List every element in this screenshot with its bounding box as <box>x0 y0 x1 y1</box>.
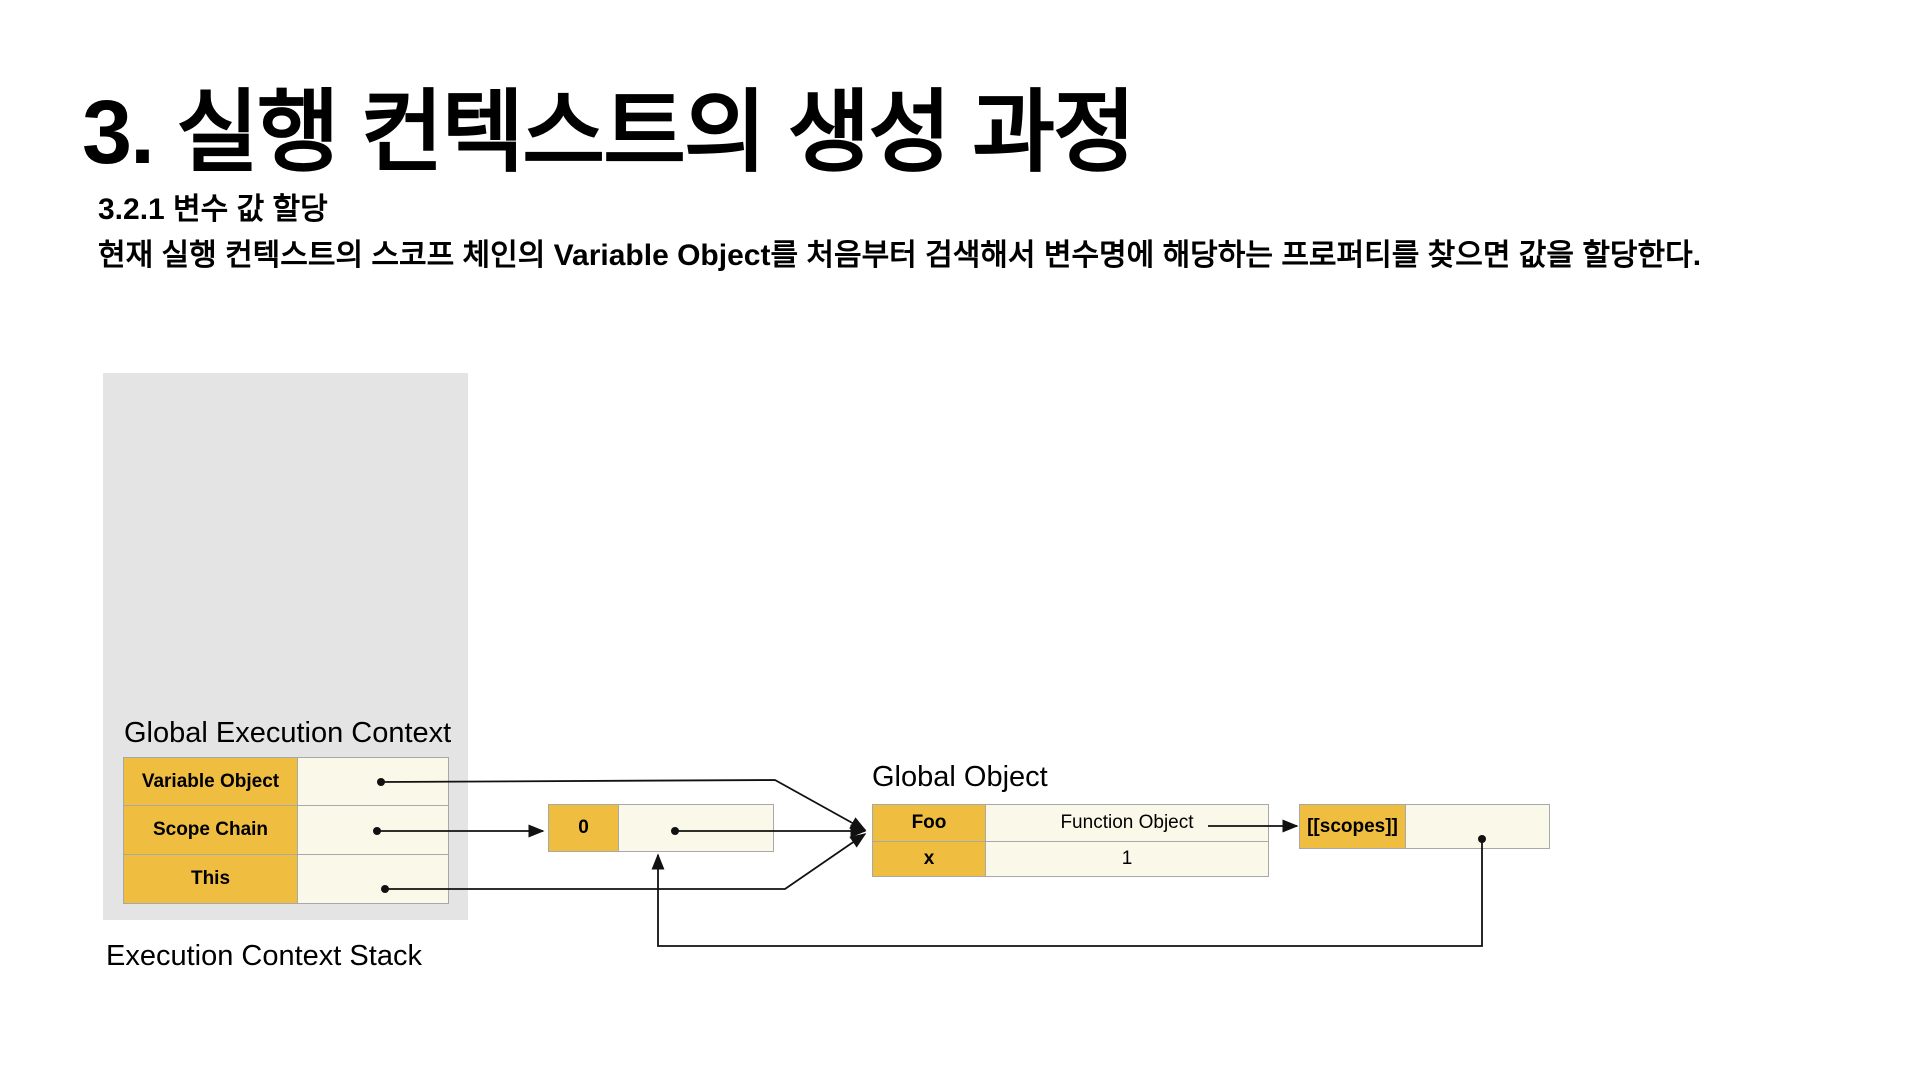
scope-chain-dot <box>373 827 381 835</box>
this-value <box>297 854 449 904</box>
scope-chain-key: Scope Chain <box>123 805 298 855</box>
x-key: x <box>872 841 986 877</box>
scopes-dot <box>1478 835 1486 843</box>
global-object-label: Global Object <box>872 761 1048 793</box>
this-arrow <box>385 833 867 890</box>
global-execution-context-label: Global Execution Context <box>124 717 452 749</box>
this-key: This <box>123 854 298 904</box>
scopes-value <box>1405 804 1550 849</box>
scopes-key: [[scopes]] <box>1299 804 1406 849</box>
section-subtitle: 3.2.1 변수 값 할당 <box>98 193 328 226</box>
this-dot <box>381 885 389 893</box>
x-value: 1 <box>985 841 1269 877</box>
scope-chain-index: 0 <box>548 804 619 852</box>
section-description: 현재 실행 컨텍스트의 스코프 체인의 Variable Object를 처음부… <box>98 239 1702 272</box>
variable-object-key: Variable Object <box>123 757 298 806</box>
scopes-back-arrow <box>651 839 1483 947</box>
variable-object-arrow <box>380 779 867 831</box>
page-title: 3. 실행 컨텍스트의 생성 과정 <box>82 83 1136 183</box>
execution-context-stack-label: Execution Context Stack <box>106 940 422 972</box>
foo-value: Function Object <box>985 804 1269 842</box>
scope-chain-value <box>297 805 449 855</box>
scope-item-dot <box>671 827 679 835</box>
variable-object-dot <box>377 778 385 786</box>
scope-chain-pointer <box>618 804 774 852</box>
